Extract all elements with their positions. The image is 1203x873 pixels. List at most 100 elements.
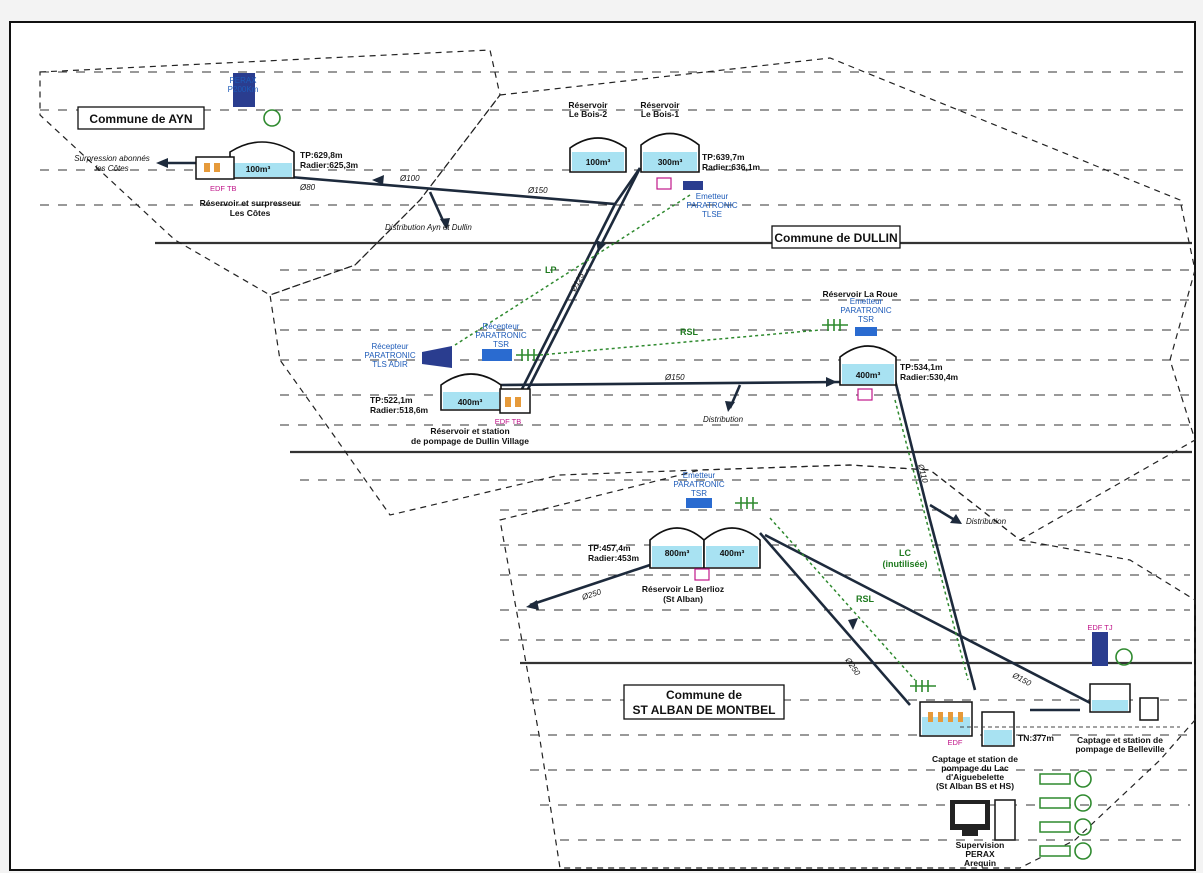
commune-st-alban-box xyxy=(623,684,785,720)
radier-label: Radier:625,3m xyxy=(300,160,359,170)
tp-label: TP:534,1m xyxy=(900,362,943,372)
modem-icon xyxy=(1039,845,1071,857)
reservoir-name: Réservoir Le Berlioz xyxy=(642,584,724,594)
reservoir-name: Le Bois-1 xyxy=(641,109,680,119)
receiver-dish-icon xyxy=(422,346,452,368)
transmitter-label: PARATRONIC xyxy=(686,201,737,210)
reservoir-name: (St Alban) xyxy=(663,594,703,604)
station-name-2: de pompage de Dullin Village xyxy=(411,436,529,446)
tp-label: TP:522,1m xyxy=(370,395,413,405)
pipes xyxy=(160,161,1101,712)
station-lac-aiguebelette xyxy=(910,680,1180,747)
reservoir-name: Le Bois-2 xyxy=(569,109,608,119)
edf-label: EDF TB xyxy=(495,417,522,426)
phone-icon xyxy=(1074,818,1092,836)
station-belleville xyxy=(1089,632,1159,721)
reservoir-les-cotes xyxy=(195,73,295,180)
electric-icon xyxy=(656,177,672,190)
reservoir-dullin-village xyxy=(422,346,538,414)
antenna-icon xyxy=(516,349,538,361)
commune-ayn-label: Commune de AYN xyxy=(89,112,192,126)
antenna-icon xyxy=(822,319,848,331)
tank-volume: 100m³ xyxy=(586,157,611,167)
link-rsl-label: RSL xyxy=(680,327,699,337)
supervision-label: Supervision xyxy=(956,840,1005,850)
link-lc-label: LC xyxy=(899,548,911,558)
reservoirs-le-bois xyxy=(569,132,703,190)
reservoir-name: Réservoir xyxy=(640,100,680,110)
link-lc-status: (inutilisée) xyxy=(882,559,927,569)
supervision-label: Arequin xyxy=(964,858,996,868)
station-name-4: (St Alban BS et HS) xyxy=(936,781,1014,791)
transmitter-icon xyxy=(683,181,703,190)
modem-icon xyxy=(1039,797,1071,809)
reservoir-name: Réservoir La Roue xyxy=(822,289,897,299)
edf-label: EDF TJ xyxy=(1087,623,1113,632)
tn-label: TN:377m xyxy=(1018,733,1054,743)
commune-st-alban-label-1: Commune de xyxy=(666,688,742,702)
radio-icon xyxy=(1074,794,1092,812)
pipe-diameter: Ø150 xyxy=(664,373,685,382)
pipe-diameter: Ø80 xyxy=(299,183,316,192)
radio-icon xyxy=(1074,770,1092,788)
commune-st-alban-label-2: ST ALBAN DE MONTBEL xyxy=(633,703,776,717)
perax-range-label: P200Km xyxy=(228,85,259,94)
tank-volume: 400m³ xyxy=(458,397,483,407)
transmitter-icon xyxy=(855,327,877,336)
radier-label: Radier:453m xyxy=(588,553,639,563)
radier-label: Radier:636,1m xyxy=(702,162,761,172)
phone-icon xyxy=(1115,648,1133,666)
receiver-label: PARATRONIC xyxy=(475,331,526,340)
pipe-diameter: Ø100 xyxy=(399,174,420,183)
station-name-2: Les Côtes xyxy=(230,208,271,218)
link-rsl-label: RSL xyxy=(856,594,875,604)
surpression-label-2: les Côtes xyxy=(95,164,128,173)
station-name-1: Captage et station de xyxy=(1077,735,1163,745)
station-name-3: d'Aiguebelette xyxy=(946,772,1004,782)
station-name-1: Réservoir et station xyxy=(430,426,509,436)
commune-ayn-box xyxy=(77,106,205,130)
supervision-workstation xyxy=(950,799,1016,841)
distribution-label: Distribution Ayn et Dullin xyxy=(385,223,472,232)
radier-label: Radier:530,4m xyxy=(900,372,959,382)
phone-icon xyxy=(263,109,281,127)
transmitter-label: PARATRONIC xyxy=(840,306,891,315)
radio-links xyxy=(454,194,969,681)
supervision-modems xyxy=(1039,770,1092,860)
transmitter-label: TSR xyxy=(691,489,707,498)
station-name-1: Captage et station de xyxy=(932,754,1018,764)
edf-label: EDF xyxy=(948,738,963,747)
modem-icon xyxy=(1039,821,1071,833)
perax-label: PERAX xyxy=(229,76,257,85)
receiver-label: PARATRONIC xyxy=(364,351,415,360)
boundary-ayn xyxy=(39,49,501,296)
receiver-label: Récepteur xyxy=(372,342,409,351)
transmitter-label: TSR xyxy=(858,315,874,324)
commune-dullin-box xyxy=(771,225,901,249)
tp-label: TP:639,7m xyxy=(702,152,745,162)
commune-dullin-label: Commune de DULLIN xyxy=(774,231,897,245)
surpression-label-1: Surpression abonnés xyxy=(74,154,150,163)
supervision-label: PERAX xyxy=(965,849,995,859)
distribution-label: Distribution xyxy=(703,415,744,424)
electric-icon xyxy=(857,388,873,401)
transmitter-label: PARATRONIC xyxy=(673,480,724,489)
receiver-label: Récepteur xyxy=(483,322,520,331)
edf-label: EDF TB xyxy=(210,184,237,193)
station-name-2: pompage du Lac xyxy=(941,763,1009,773)
transmitter-label: Emetteur xyxy=(850,297,883,306)
tank-volume: 300m³ xyxy=(658,157,683,167)
tp-label: TP:629,8m xyxy=(300,150,343,160)
phone-icon xyxy=(1074,842,1092,860)
perax-device-icon xyxy=(1092,632,1108,666)
reservoir-le-berlioz xyxy=(649,497,761,581)
transmitter-icon xyxy=(686,498,712,508)
antenna-icon xyxy=(735,497,758,509)
intake-icon xyxy=(1139,697,1159,721)
distribution-label: Distribution xyxy=(966,517,1007,526)
station-name-1: Réservoir et surpresseur xyxy=(200,198,301,208)
antenna-icon xyxy=(910,680,936,692)
receiver-box-icon xyxy=(482,349,512,361)
pipe-arrows xyxy=(156,158,962,630)
reservoir-name: Réservoir xyxy=(568,100,608,110)
